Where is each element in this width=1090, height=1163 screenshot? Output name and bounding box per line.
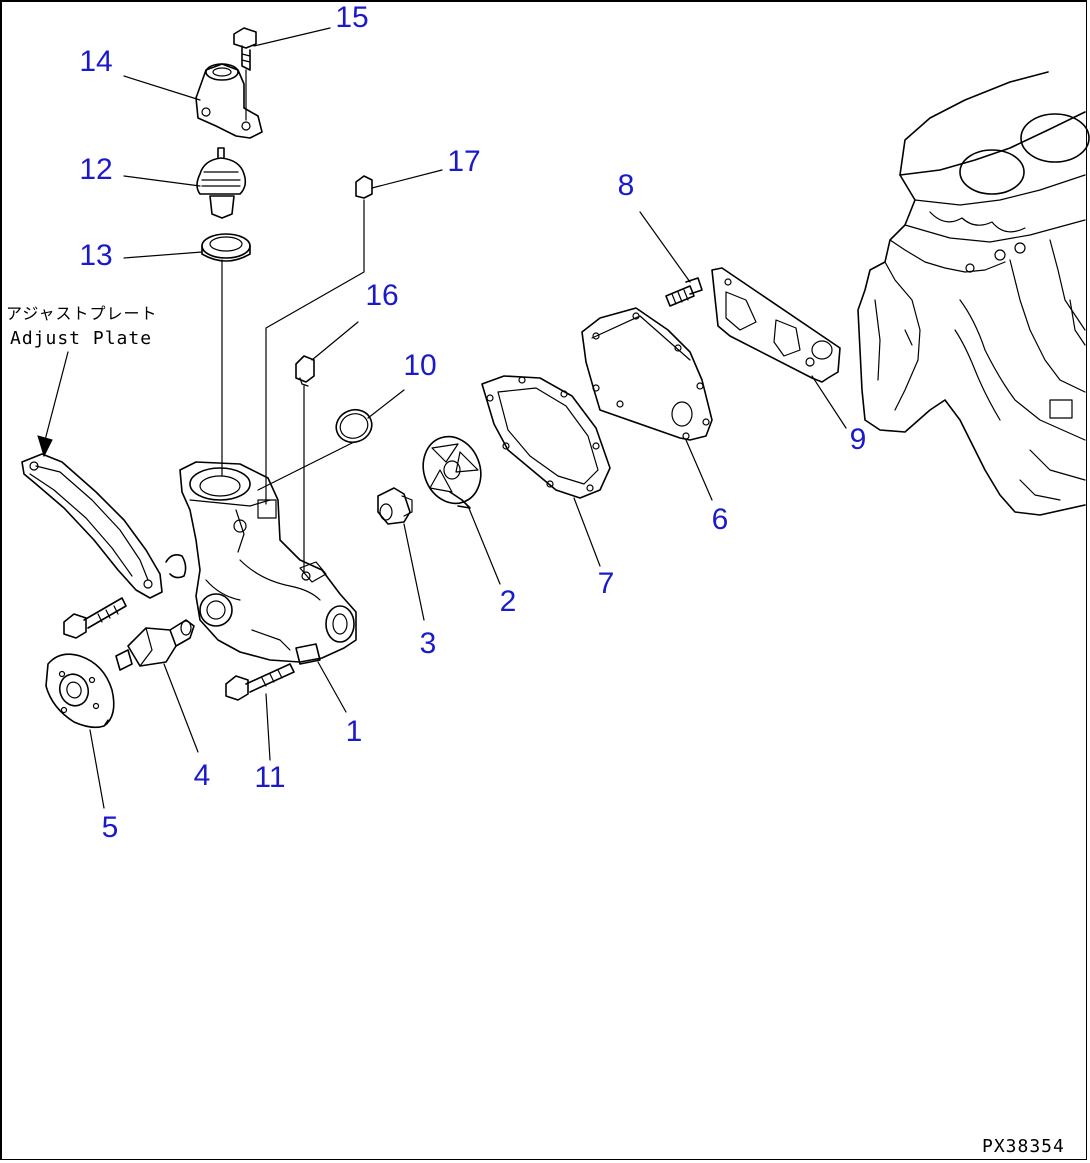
part-7-gasket-drawing (481, 375, 611, 499)
adjust-plate-drawing (21, 453, 163, 599)
part-2-impeller-drawing (422, 435, 482, 509)
leader-lines (37, 27, 847, 809)
callout-4: 4 (193, 759, 211, 792)
callout-13: 13 (79, 239, 113, 272)
part-11-bolt-drawing (225, 663, 295, 701)
drawing-number: PX38354 (982, 1136, 1065, 1157)
callout-6: 6 (711, 503, 729, 536)
part-15-bolt-drawing (233, 27, 257, 71)
callout-7: 7 (597, 567, 615, 600)
adjust-plate-label-en: Adjust Plate (10, 328, 153, 349)
part-5-pulley-drawing (45, 653, 115, 729)
part-9-gasket-drawing (711, 267, 841, 383)
part-8-bolt-drawing (665, 277, 703, 307)
part-4-bearing-shaft-drawing (115, 619, 195, 671)
part-10-o-ring-drawing (335, 408, 373, 444)
part-3-seal-drawing (377, 487, 413, 525)
engine-block-drawing (857, 71, 1090, 516)
part-6-cover-plate-drawing (581, 307, 713, 441)
callout-12: 12 (79, 153, 113, 186)
callout-8: 8 (617, 169, 635, 202)
part-13-seal-ring-drawing (201, 233, 251, 262)
part-17-plug-drawing (355, 175, 373, 199)
callout-15: 15 (335, 1, 369, 34)
callout-16: 16 (365, 279, 399, 312)
snap-ring-drawing (165, 554, 187, 579)
callout-11: 11 (254, 761, 286, 794)
callout-3: 3 (419, 627, 437, 660)
part-16-plug-drawing (295, 355, 315, 387)
callout-2: 2 (499, 585, 517, 618)
part-14-thermostat-cover-drawing (195, 63, 263, 139)
callout-14: 14 (79, 45, 113, 78)
callout-5: 5 (101, 811, 119, 844)
callout-9: 9 (849, 423, 867, 456)
callout-17: 17 (447, 145, 481, 178)
part-1-pump-housing-drawing (179, 461, 357, 665)
adjust-plate-bolt-drawing (63, 597, 127, 639)
callout-1: 1 (345, 715, 363, 748)
callout-10: 10 (403, 349, 437, 382)
adjust-plate-label-jp: アジャストプレート (6, 304, 158, 323)
part-12-thermostat-drawing (196, 147, 247, 219)
